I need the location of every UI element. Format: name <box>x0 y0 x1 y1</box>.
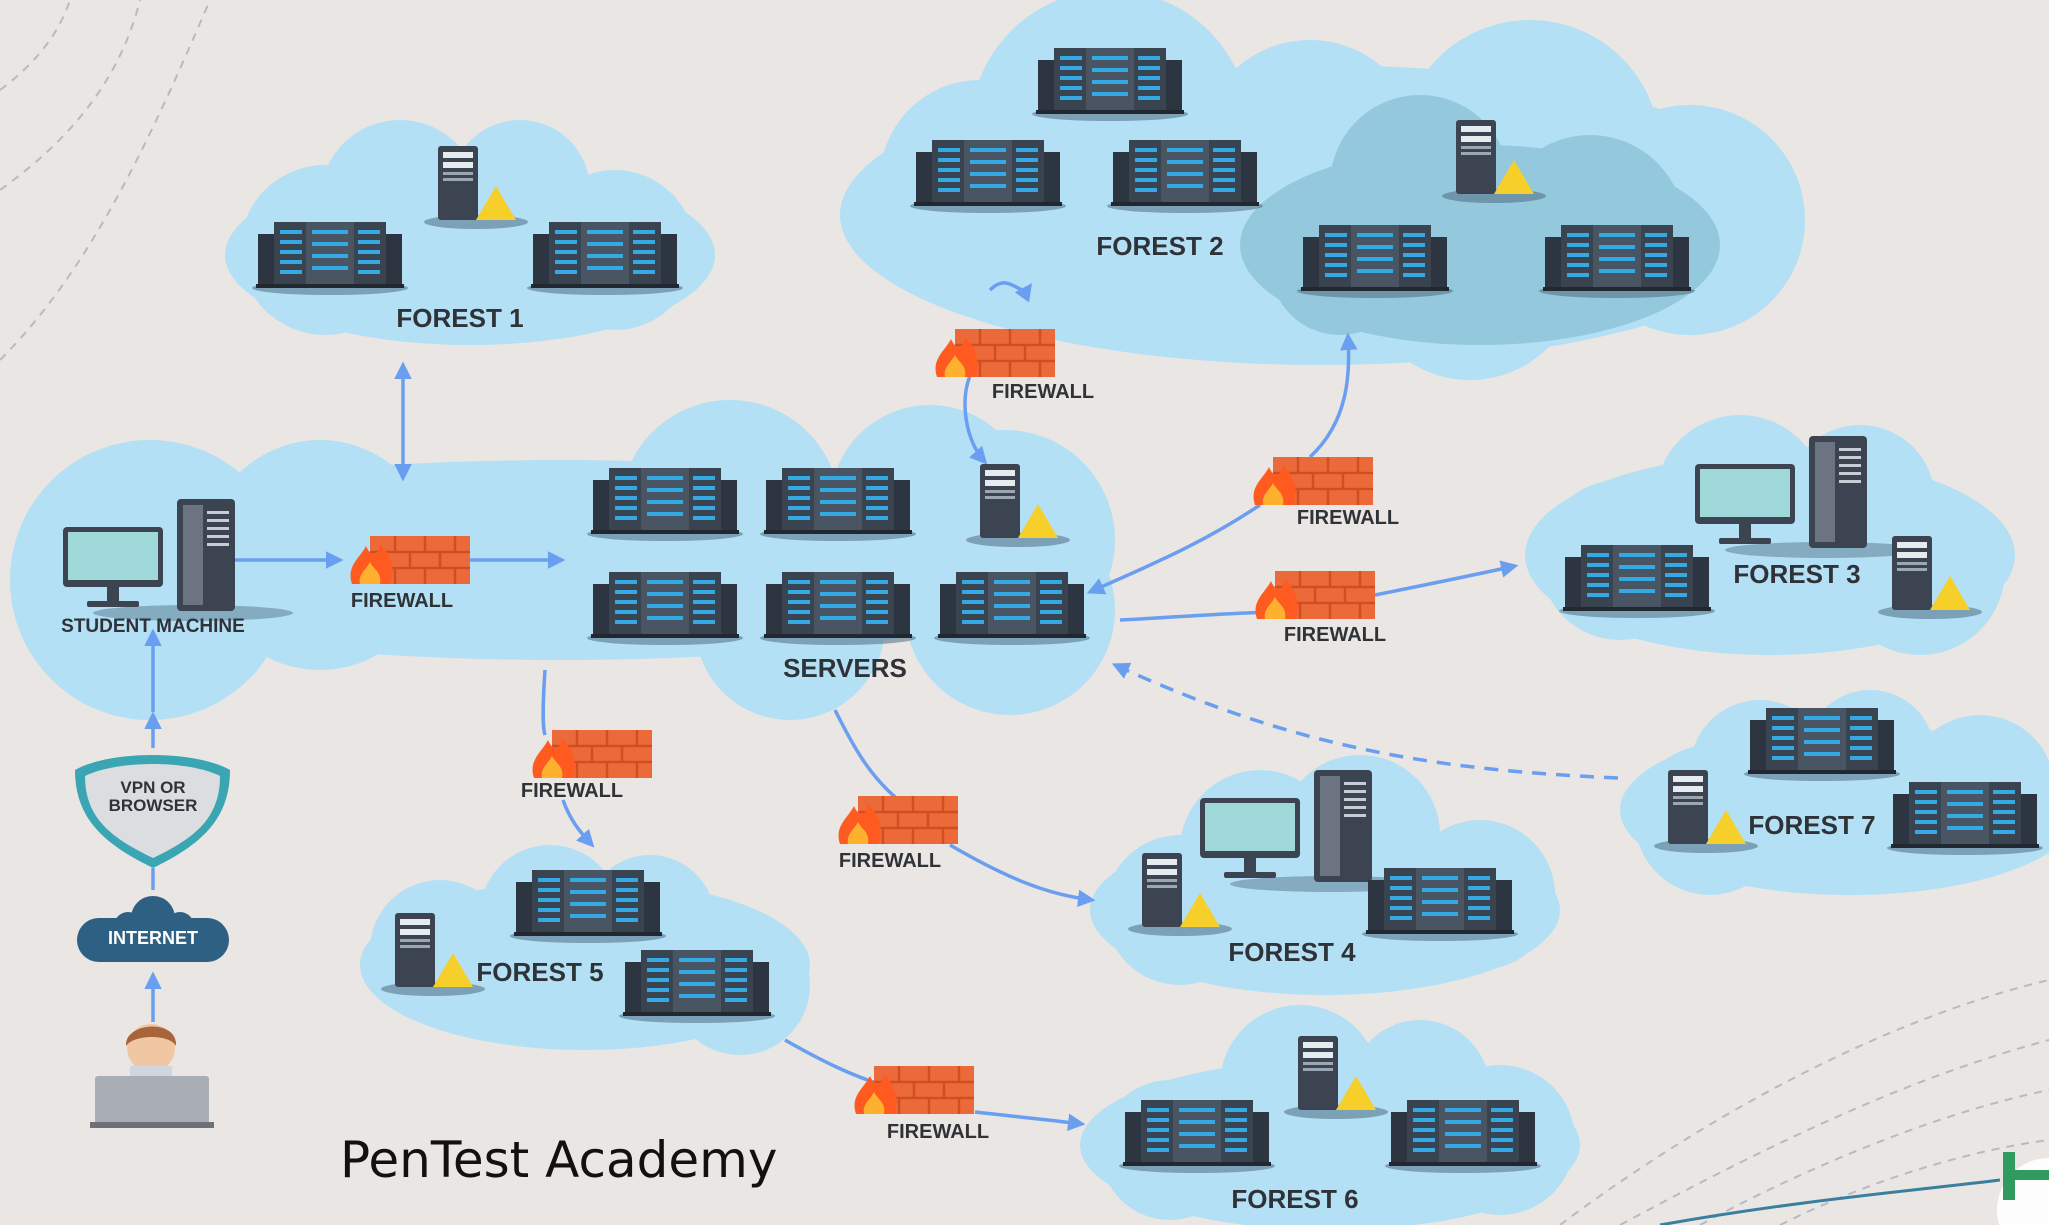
server-rack-icon <box>1362 868 1518 941</box>
student-machine-label: STUDENT MACHINE <box>61 616 245 637</box>
logo-fragment <box>1997 1152 2049 1225</box>
server-rack-icon <box>1744 708 1900 781</box>
cloud-forest-3 <box>1525 415 2015 655</box>
server-rack-icon <box>760 572 916 645</box>
firewall-label: FIREWALL <box>1297 507 1399 529</box>
server-rack-icon <box>527 222 683 295</box>
forest-7-label: FOREST 7 <box>1748 810 1875 840</box>
forest-4-label: FOREST 4 <box>1228 937 1356 967</box>
server-rack-icon <box>1032 48 1188 121</box>
firewall-icon <box>837 794 960 846</box>
firewall-label: FIREWALL <box>992 381 1094 403</box>
server-rack-icon <box>1559 545 1715 618</box>
server-rack-icon <box>1539 225 1695 298</box>
server-rack-icon <box>510 870 666 943</box>
internet-cloud-icon <box>77 896 229 962</box>
forest-1-label: FOREST 1 <box>396 303 523 333</box>
user-icon <box>90 1024 214 1128</box>
cloud-servers <box>10 400 1115 720</box>
server-rack-icon <box>1119 1100 1275 1173</box>
forest-5-label: FOREST 5 <box>476 957 603 987</box>
server-rack-icon <box>934 572 1090 645</box>
server-rack-icon <box>252 222 408 295</box>
servers-label: SERVERS <box>783 653 907 683</box>
server-rack-icon <box>619 950 775 1023</box>
brand-title: PenTest Academy <box>340 1131 777 1189</box>
firewall-label: FIREWALL <box>887 1121 989 1143</box>
forest-3-label: FOREST 3 <box>1733 559 1860 589</box>
forest-6-label: FOREST 6 <box>1231 1184 1358 1214</box>
server-rack-icon <box>1107 140 1263 213</box>
firewall-icon <box>531 728 654 780</box>
firewall-label: FIREWALL <box>1284 624 1386 646</box>
dashed-connection-forest-7 <box>1111 662 1619 780</box>
server-rack-icon <box>760 468 916 541</box>
server-rack-icon <box>1887 782 2043 855</box>
internet-label: INTERNET <box>108 928 198 948</box>
server-rack-icon <box>910 140 1066 213</box>
firewall-icon <box>934 327 1057 379</box>
vpn-label-line2: BROWSER <box>109 796 198 815</box>
forest-2-label: FOREST 2 <box>1096 231 1223 261</box>
firewall-label: FIREWALL <box>351 590 453 612</box>
vpn-label-line1: VPN OR <box>120 778 185 797</box>
firewall-label: FIREWALL <box>839 850 941 872</box>
firewall-icon <box>853 1064 976 1116</box>
firewall-icon <box>1254 569 1377 621</box>
firewall-icon <box>1252 455 1375 507</box>
server-rack-icon <box>1385 1100 1541 1173</box>
firewall-label: FIREWALL <box>521 780 623 802</box>
server-rack-icon <box>587 468 743 541</box>
shield-icon <box>75 755 230 868</box>
cloud-forest-2 <box>840 0 1805 380</box>
server-rack-icon <box>587 572 743 645</box>
background-line <box>1659 1178 2001 1225</box>
server-rack-icon <box>1297 225 1453 298</box>
